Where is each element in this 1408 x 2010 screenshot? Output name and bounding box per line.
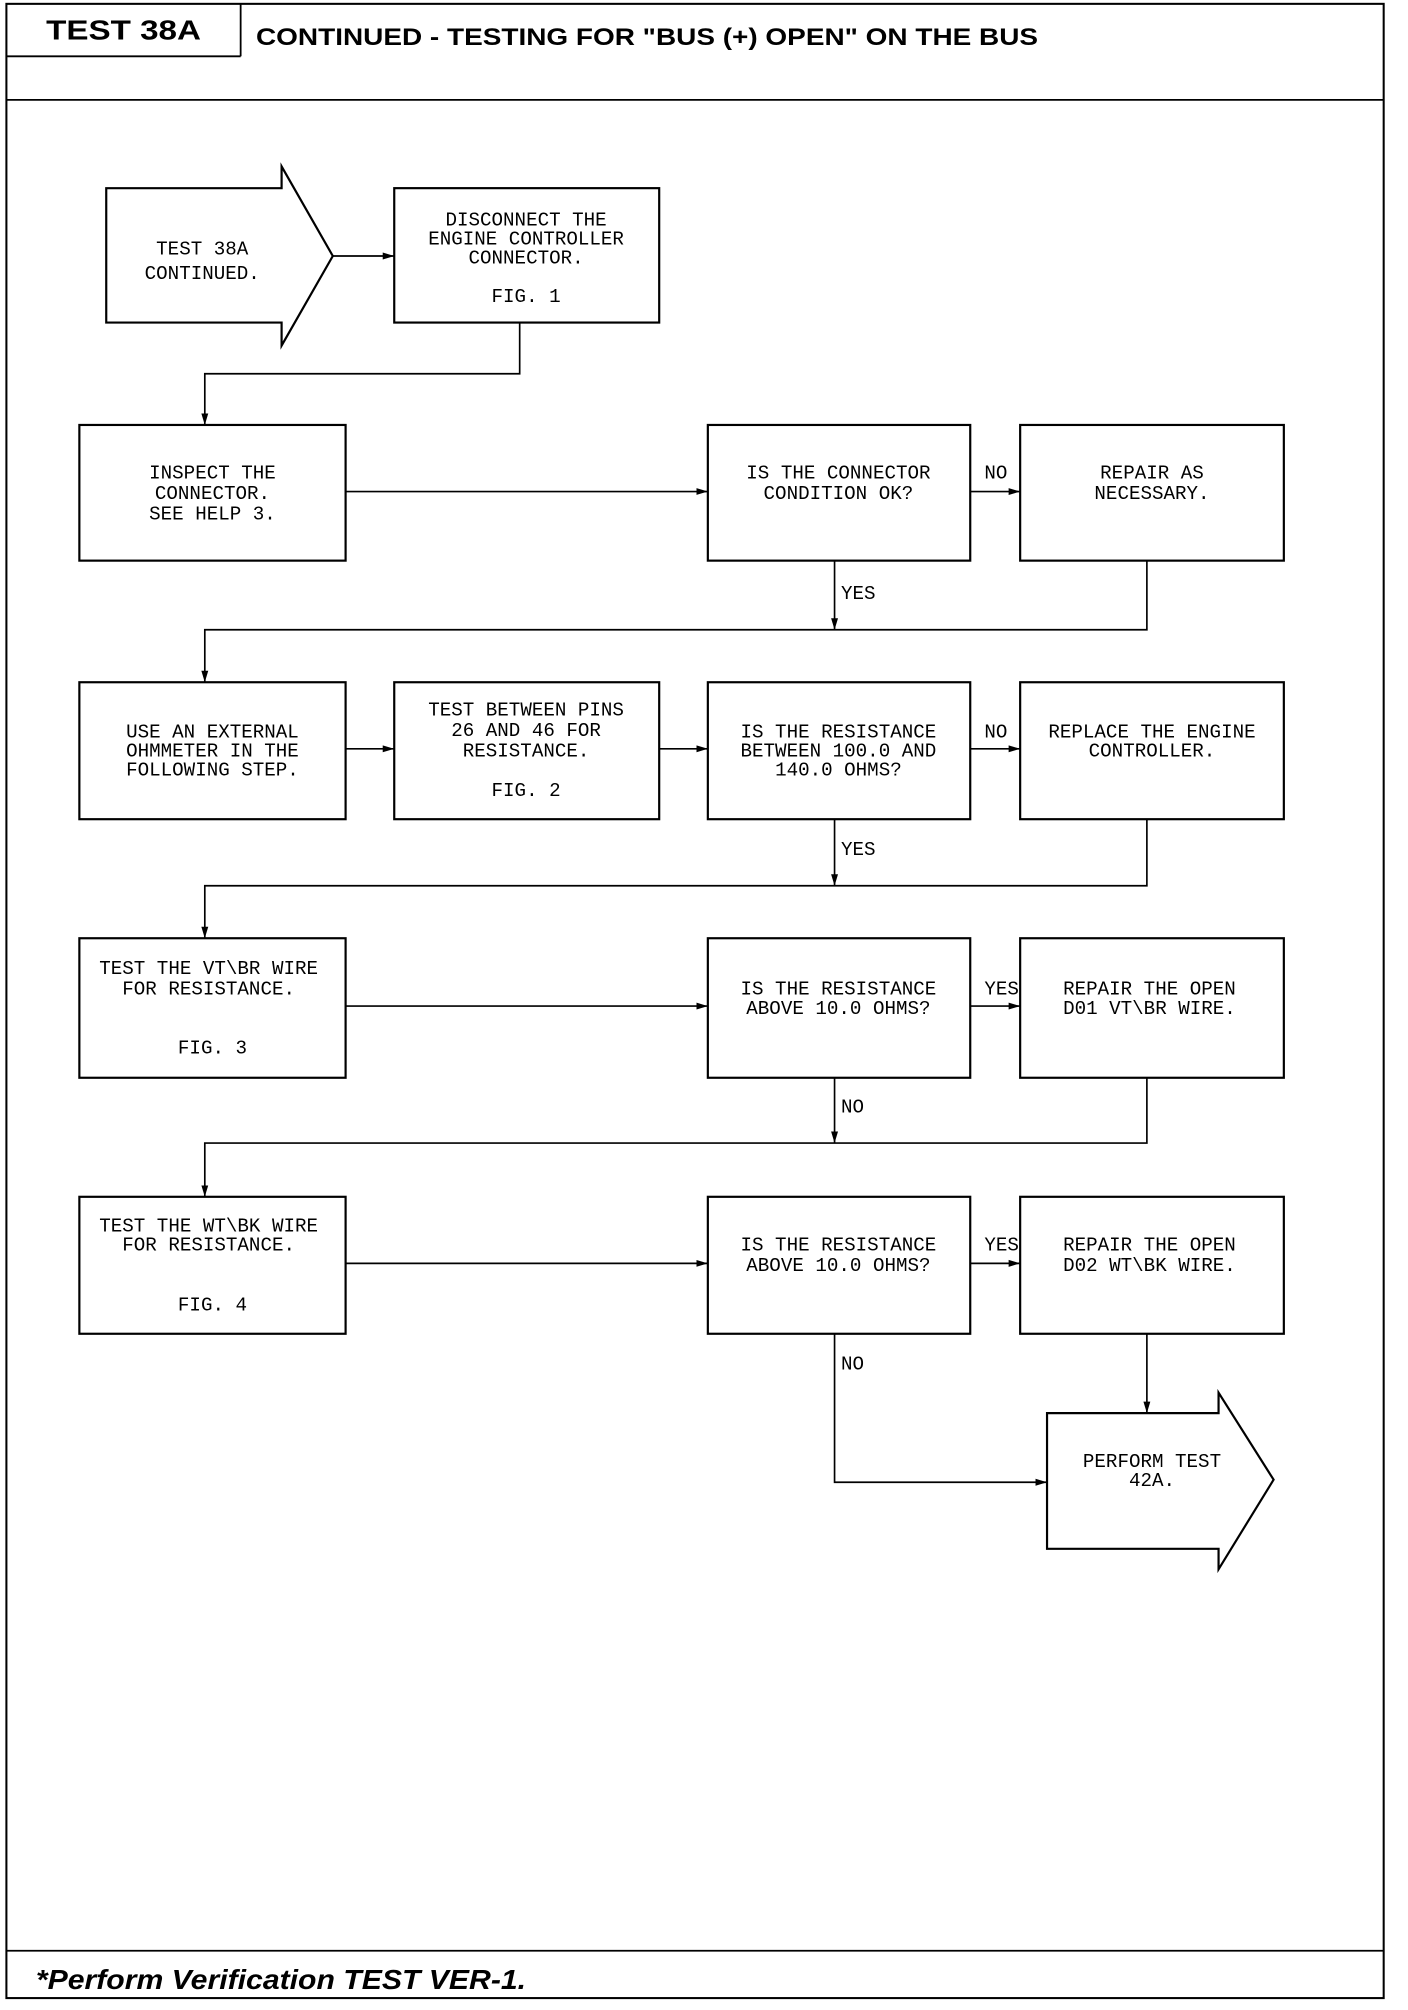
decision-text-line: CONDITION OK? [764,483,914,505]
end-text-line: 42A. [1129,1470,1175,1492]
process-box [78,681,347,821]
step-text-line: RESISTANCE. [463,740,590,762]
start-arrow-shape [105,162,335,350]
action-box [1019,681,1285,821]
step-replace-controller: REPLACE THE ENGINE CONTROLLER. [1019,681,1285,821]
process-box [393,681,661,821]
step-text-line: D02 WT\BK WIRE. [1063,1255,1236,1277]
header-test-id: TEST 38A [46,15,201,46]
process-box [78,937,347,1079]
connector-arrow [833,1333,1048,1486]
step-test-wt-bk-wire: TEST THE WT\BK WIRE FOR RESISTANCE. FIG.… [78,1195,347,1335]
decision-text-line: IS THE RESISTANCE [741,721,937,743]
step-repair-connector: REPAIR AS NECESSARY. [1019,423,1285,562]
figure-reference: FIG. 1 [492,286,561,308]
action-box [1019,423,1285,562]
step-text-line: SEE HELP 3. [149,504,276,526]
step-text-line: TEST THE WT\BK WIRE [99,1215,318,1237]
connector-arrow [201,560,1148,683]
branch-label-yes: YES [841,839,876,861]
step-text-line: USE AN EXTERNAL [126,721,299,743]
step-use-ohmmeter: USE AN EXTERNAL OHMMETER IN THE FOLLOWIN… [78,681,347,821]
connector-arrow [201,322,521,425]
decision-box [706,1195,972,1335]
action-box [1019,937,1285,1079]
figure-reference: FIG. 4 [178,1295,247,1317]
step-text-line: REPAIR THE OPEN [1063,1235,1236,1257]
end-text-line: PERFORM TEST [1083,1451,1221,1473]
step-text-line: REPAIR AS [1100,463,1204,485]
decision-box [706,681,972,821]
step-test-pins: TEST BETWEEN PINS 26 AND 46 FOR RESISTAN… [393,681,661,821]
action-box [1019,1195,1285,1335]
decision-resistance-range: IS THE RESISTANCE BETWEEN 100.0 AND 140.… [706,681,1007,861]
decision-connector-ok: IS THE CONNECTOR CONDITION OK? NO YES [706,423,1007,605]
step-text-line: REPLACE THE ENGINE [1048,721,1255,743]
header-test-id-cell: TEST 38A [6,3,242,58]
branch-label-yes: YES [984,979,1019,1001]
branch-label-no: NO [841,1096,864,1118]
step-text-line: REPAIR THE OPEN [1063,979,1236,1001]
footer-note: *Perform Verification TEST VER-1. [36,1964,526,1995]
step-text-line: D01 VT\BR WIRE. [1063,998,1236,1020]
branch-label-no: NO [984,463,1007,485]
decision-box [706,937,972,1079]
header-title: CONTINUED - TESTING FOR "BUS (+) OPEN" O… [256,24,1038,51]
step-text-line: NECESSARY. [1094,483,1209,505]
step-inspect-connector: INSPECT THE CONNECTOR. SEE HELP 3. [78,423,347,562]
step-text-line: INSPECT THE [149,463,276,485]
decision-text-line: BETWEEN 100.0 AND [741,740,937,762]
start-arrow-node: TEST 38A CONTINUED. [105,162,335,350]
step-text-line: 26 AND 46 FOR [451,720,601,742]
start-text-line: TEST 38A [156,239,249,261]
step-text-line: FOLLOWING STEP. [126,760,299,782]
step-text-line: ENGINE CONTROLLER [428,228,624,250]
start-text-line: CONTINUED. [145,263,260,285]
page-frame [5,2,1385,2000]
flow-connectors [201,252,1151,1486]
figure-reference: FIG. 3 [178,1037,247,1059]
branch-label-no: NO [984,721,1007,743]
decision-text-line: IS THE RESISTANCE [741,1235,937,1257]
process-box [78,423,347,562]
branch-label-yes: YES [841,583,876,605]
step-text-line: TEST THE VT\BR WIRE [99,958,318,980]
step-text-line: FOR RESISTANCE. [122,1235,295,1257]
step-text-line: DISCONNECT THE [445,209,606,231]
step-text-line: CONNECTOR. [469,248,584,270]
step-text-line: TEST BETWEEN PINS [428,700,624,722]
step-text-line: FOR RESISTANCE. [122,979,295,1001]
process-box [393,187,661,324]
end-arrow-node: PERFORM TEST 42A. [1045,1388,1275,1574]
step-disconnect-connector: DISCONNECT THE ENGINE CONTROLLER CONNECT… [393,187,661,324]
step-text-line: OHMMETER IN THE [126,740,299,762]
figure-reference: FIG. 2 [492,780,561,802]
step-repair-wt-bk-wire: REPAIR THE OPEN D02 WT\BK WIRE. [1019,1195,1285,1335]
decision-text-line: IS THE RESISTANCE [741,979,937,1001]
step-text-line: CONNECTOR. [155,483,270,505]
step-text-line: CONTROLLER. [1089,740,1216,762]
decision-text-line: IS THE CONNECTOR [746,463,931,485]
connector-arrow [201,1077,1148,1197]
end-arrow-shape [1045,1388,1275,1574]
branch-label-no: NO [841,1354,864,1376]
decision-text-line: ABOVE 10.0 OHMS? [746,998,930,1020]
decision-vt-br-resistance: IS THE RESISTANCE ABOVE 10.0 OHMS? YES N… [706,937,1019,1118]
decision-text-line: ABOVE 10.0 OHMS? [746,1255,930,1277]
step-test-vt-br-wire: TEST THE VT\BR WIRE FOR RESISTANCE. FIG.… [78,937,347,1079]
connector-arrow [201,819,1148,939]
branch-label-yes: YES [984,1235,1019,1257]
decision-text-line: 140.0 OHMS? [775,760,902,782]
decision-box [706,423,972,562]
step-repair-vt-br-wire: REPAIR THE OPEN D01 VT\BR WIRE. [1019,937,1285,1079]
process-box [78,1195,347,1335]
decision-wt-bk-resistance: IS THE RESISTANCE ABOVE 10.0 OHMS? YES N… [706,1195,1019,1376]
